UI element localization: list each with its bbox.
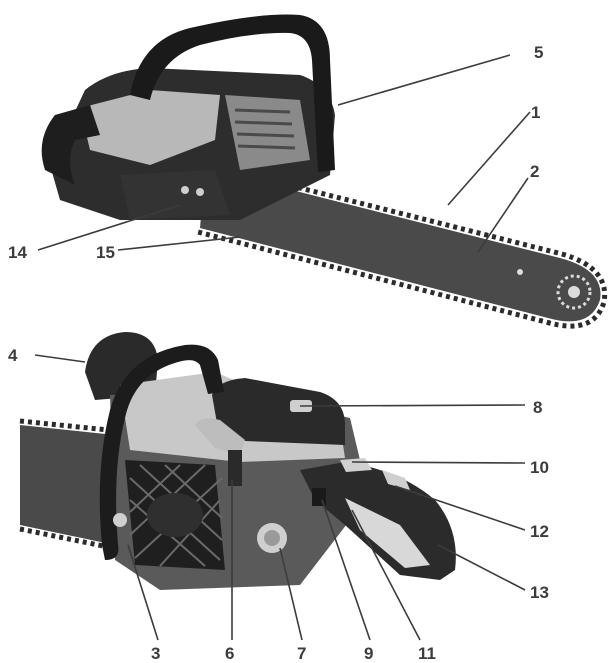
callout-3: 3 xyxy=(151,644,160,663)
callout-14: 14 xyxy=(8,243,27,262)
callout-5: 5 xyxy=(534,43,543,62)
callout-4: 4 xyxy=(8,346,18,365)
callout-7: 7 xyxy=(297,644,306,663)
fuel-cap xyxy=(257,523,287,553)
callout-6: 6 xyxy=(225,644,234,663)
chainsaw-side-view xyxy=(19,332,456,590)
callout-12: 12 xyxy=(530,522,549,541)
engine-body xyxy=(41,68,335,220)
callout-10: 10 xyxy=(530,458,549,477)
callout-2: 2 xyxy=(530,162,539,181)
air-filter-cover xyxy=(212,378,345,445)
front-handle xyxy=(130,14,335,172)
callout-8: 8 xyxy=(533,398,542,417)
chainsaw-top-view xyxy=(41,14,608,329)
guide-bar-stub xyxy=(20,425,115,545)
callout-9: 9 xyxy=(364,644,373,663)
starter-grille xyxy=(125,460,225,570)
guide-bar xyxy=(197,161,608,329)
callout-13: 13 xyxy=(530,583,549,602)
leader-lines xyxy=(34,54,531,641)
starter-handle xyxy=(195,418,245,455)
callout-1: 1 xyxy=(531,103,540,122)
callout-11: 11 xyxy=(418,644,436,663)
callout-labels: 1 2 3 4 5 6 7 8 9 10 11 12 13 14 15 xyxy=(8,43,549,663)
front-handle-side xyxy=(99,344,224,560)
callout-15: 15 xyxy=(96,243,115,262)
